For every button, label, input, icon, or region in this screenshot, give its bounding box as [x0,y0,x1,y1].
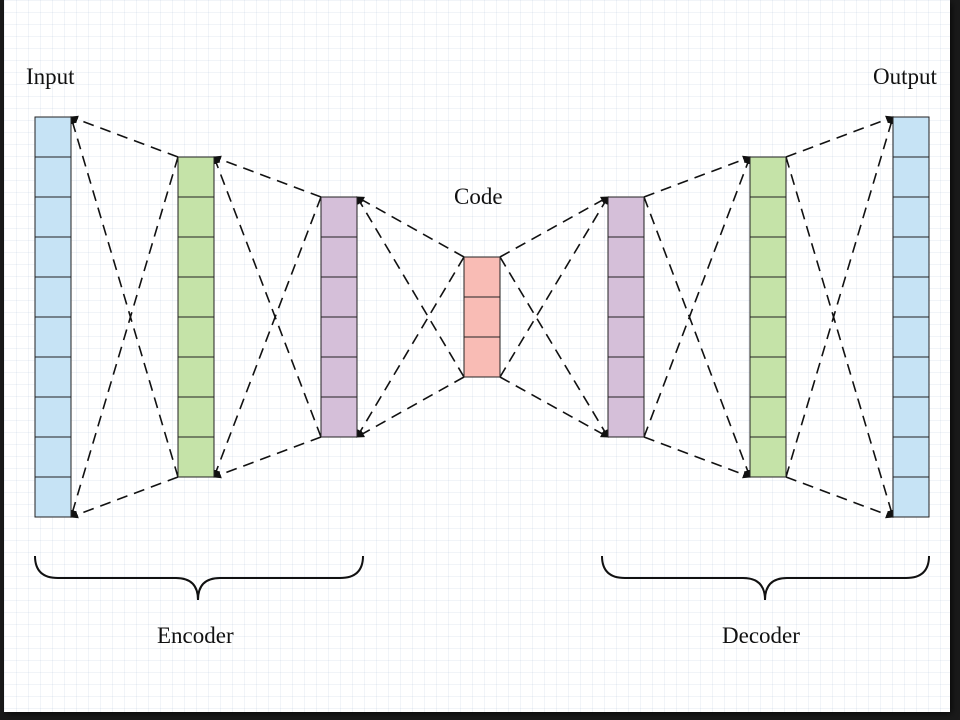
layer-unit [34,396,72,438]
layer-unit [177,436,215,478]
connection-line [643,156,752,438]
connection-line [643,436,751,479]
connection-line [356,376,465,438]
layer-unit [749,236,787,278]
input-layer [34,116,72,518]
layer-unit [320,356,358,398]
layer-unit [749,196,787,238]
connection-line [785,476,894,519]
encoder-hidden-2 [320,196,358,438]
code-label: Code [454,184,503,209]
encoder-hidden-1 [177,156,215,478]
layer-unit [892,236,930,278]
layer-unit [607,316,645,358]
layer-unit [320,316,358,358]
autoencoder-diagram: Input Output Code Encoder Decoder [26,64,938,648]
connection-line [499,376,609,438]
layer-unit [34,356,72,398]
connection-line [212,156,322,438]
layer-unit [177,396,215,438]
connection-line [643,155,751,198]
layer-unit [34,236,72,278]
connection-line [356,196,465,258]
layer-unit [892,156,930,198]
layer-unit [892,196,930,238]
layer-unit [34,156,72,198]
layer-unit [892,436,930,478]
connection-line [499,196,609,378]
layer-unit [607,356,645,398]
layer-unit [34,276,72,318]
connection-line [785,115,894,158]
layer-unit [463,296,501,338]
connection-line [213,436,322,479]
layer-unit [892,396,930,438]
input-label: Input [26,64,75,89]
connection-line [356,256,465,438]
connection-line [69,116,179,478]
encoder-brace [34,555,364,601]
layer-unit [463,256,501,298]
layer-unit [749,436,787,478]
layer-unit [749,316,787,358]
layer-unit [749,276,787,318]
layer-unit [177,196,215,238]
layer-unit [320,276,358,318]
layer-unit [892,316,930,358]
slide: Input Output Code Encoder Decoder [4,0,950,712]
layer-unit [607,276,645,318]
layer-unit [34,436,72,478]
decoder-hidden-1 [607,196,645,438]
layer-unit [320,396,358,438]
layer-unit [607,196,645,238]
layer-unit [607,236,645,278]
connection-line [643,196,752,478]
layer-unit [320,196,358,238]
layer-unit [34,316,72,358]
decoder-label: Decoder [722,623,800,648]
encoder-label: Encoder [157,623,234,648]
connection-line [499,196,609,258]
layer-unit [892,276,930,318]
layer-unit [34,116,72,158]
connection-line [356,196,465,378]
layer-unit [177,316,215,358]
connection-line [69,156,179,518]
layer-unit [749,156,787,198]
decoder-hidden-2 [749,156,787,478]
layer-unit [892,476,930,518]
connection-line [70,476,179,519]
layer-unit [749,356,787,398]
decoder-brace [601,555,930,601]
layers [34,116,930,518]
layer-unit [749,396,787,438]
output-label: Output [873,64,938,89]
layer-unit [892,116,930,158]
layer-unit [892,356,930,398]
layer-unit [177,356,215,398]
layer-unit [177,156,215,198]
connection-line [785,116,895,478]
layer-unit [177,276,215,318]
layer-unit [34,196,72,238]
connection-line [212,196,322,478]
connection-line [785,156,895,518]
layer-unit [320,236,358,278]
output-layer [892,116,930,518]
code-layer [463,256,501,378]
layer-unit [607,396,645,438]
connection-line [70,115,179,158]
connections [69,115,895,519]
connection-line [499,256,609,438]
layer-unit [34,476,72,518]
connection-line [213,155,322,198]
layer-unit [463,336,501,378]
layer-unit [177,236,215,278]
